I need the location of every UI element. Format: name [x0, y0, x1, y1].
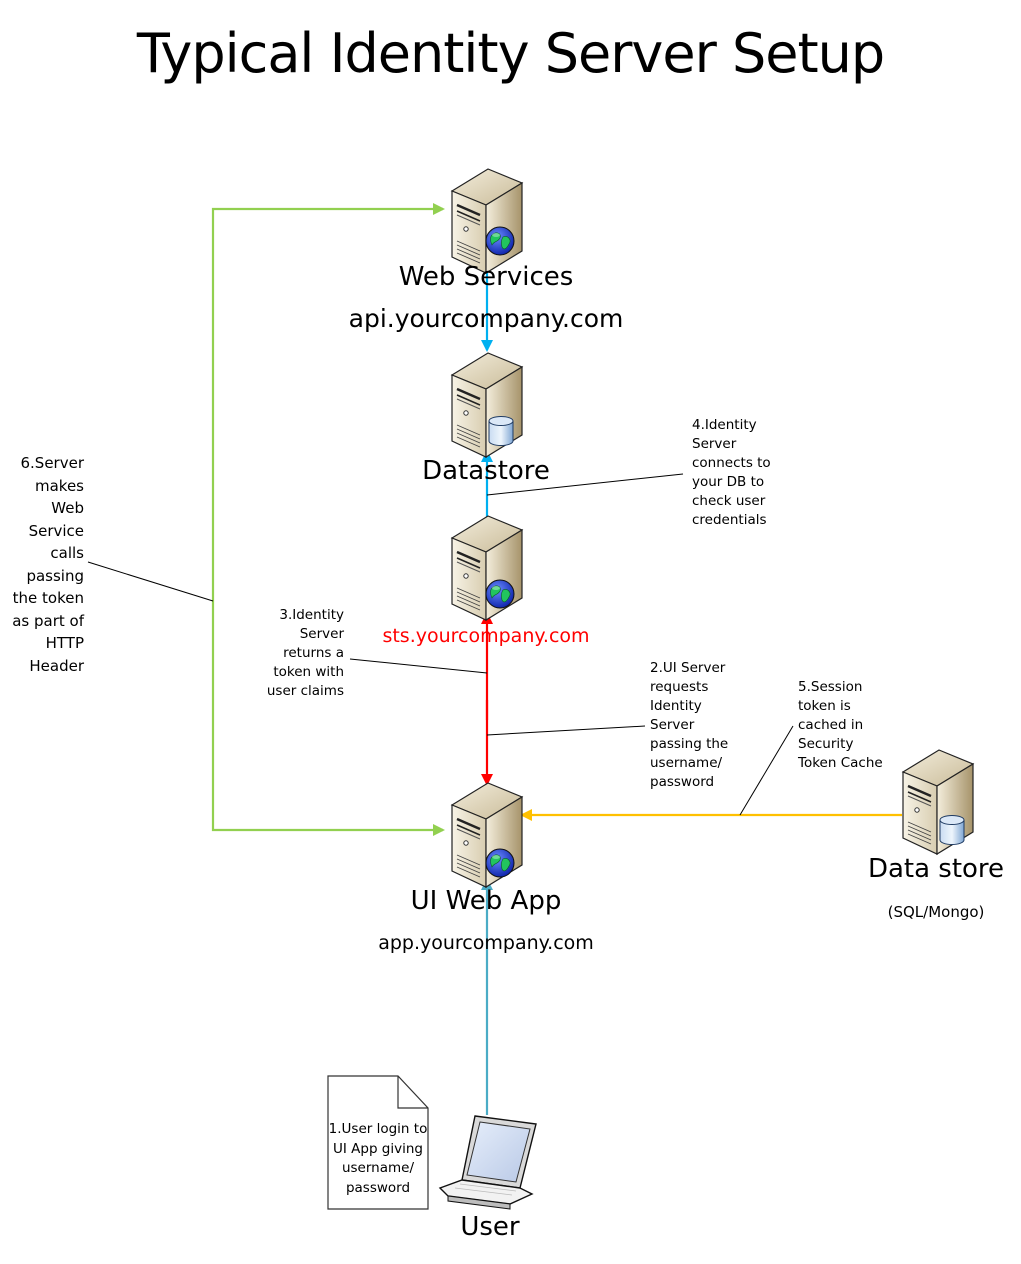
ui-web-app-server-icon — [450, 781, 524, 889]
note-step5: 5.Session token is cached in Security To… — [798, 679, 883, 771]
identity-server-icon — [450, 514, 524, 622]
datastore-server-icon — [450, 351, 524, 459]
callout-line-step5 — [739, 725, 794, 816]
diagram-title: Typical Identity Server Setup — [136, 22, 885, 85]
ui-web-app-domain: app.yourcompany.com — [378, 932, 594, 954]
document-note-icon — [327, 1075, 429, 1210]
note-step1: 1.User login to UI App giving username/ … — [328, 1121, 428, 1196]
note-step6: 6.Server makes Web Service calls passing… — [12, 454, 84, 675]
data-store-server-icon — [901, 748, 975, 856]
callout-line-step6 — [87, 561, 214, 602]
callout-line-step3 — [349, 658, 488, 674]
web-services-server-icon — [450, 167, 524, 275]
note-step2: 2.UI Server requests Identity Server pas… — [650, 660, 729, 790]
laptop-icon — [438, 1115, 537, 1210]
callout-line-step4 — [486, 473, 684, 496]
user-label: User — [460, 1212, 520, 1242]
green-flow-line — [211, 203, 445, 601]
note-step4: 4.Identity Server connects to your DB to… — [692, 417, 771, 528]
data-store-label: Data store — [867, 854, 1005, 884]
web-services-domain: api.yourcompany.com — [348, 304, 624, 333]
data-store-type: (SQL/Mongo) — [887, 903, 985, 921]
ui-web-app-label: UI Web App — [410, 886, 562, 916]
green-flow-line-lower — [211, 601, 445, 836]
sts-domain: sts.yourcompany.com — [382, 625, 590, 647]
datastore-label: Datastore — [422, 456, 550, 486]
note-step3: 3.Identity Server returns a token with u… — [266, 607, 344, 699]
web-services-label: Web Services — [398, 262, 574, 292]
callout-line-step2 — [486, 725, 646, 736]
